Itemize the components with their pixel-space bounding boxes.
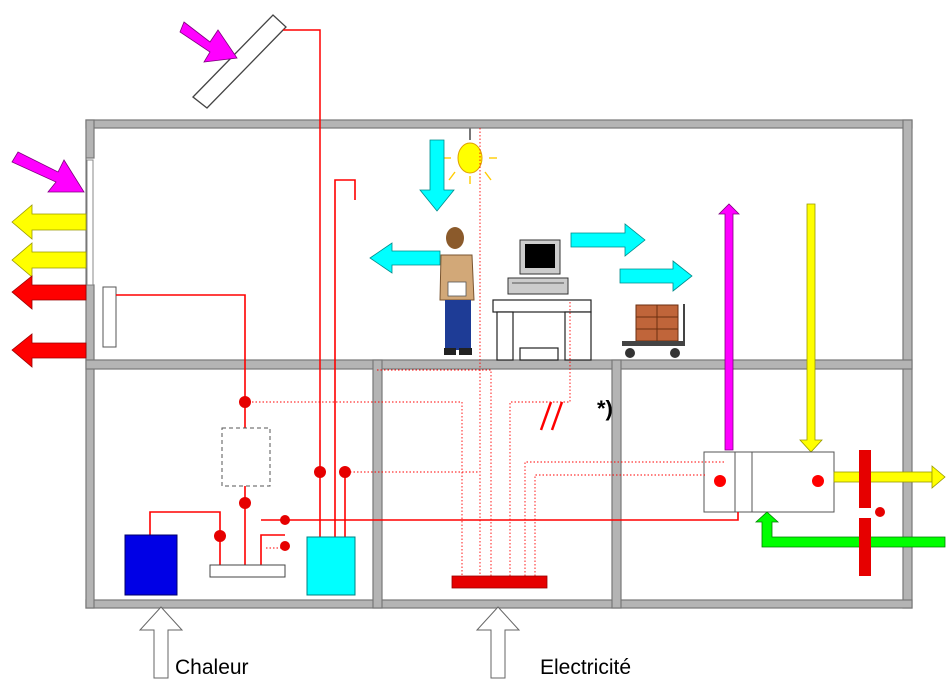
- distribution-board-icon: [451, 575, 548, 589]
- boiler-icon: [124, 534, 178, 596]
- radiator: [102, 286, 117, 348]
- heat-distributor: [209, 564, 286, 578]
- light-loss-arrows: [11, 204, 87, 278]
- ventilation-arrows: [718, 203, 823, 453]
- air-handler-icon: [703, 451, 835, 513]
- cart-icon: [622, 304, 685, 358]
- computer-icon: [507, 239, 569, 295]
- solar-arrows: [11, 21, 238, 193]
- building-shell: [85, 119, 913, 609]
- electricity-label: Electricité: [540, 656, 632, 679]
- footnote-marker: *): [597, 396, 613, 421]
- electricity-input-arrow: [475, 606, 521, 679]
- control-unit: [221, 427, 271, 487]
- exhaust-air-arrow: [833, 465, 946, 489]
- storage-tank-icon: [306, 536, 356, 596]
- junction-dots: [214, 396, 351, 551]
- heat-input-arrow: [138, 606, 184, 679]
- person-icon: [439, 227, 475, 355]
- desk: [492, 299, 592, 361]
- window-icon: [86, 159, 94, 286]
- heat-exchanger-plates: [859, 450, 885, 576]
- wiring-dotted: [244, 128, 725, 576]
- heat-loss-arrows: [11, 275, 87, 368]
- solar-panel-icon: [192, 14, 321, 440]
- light-bulb-icon: [443, 128, 497, 184]
- internal-gain-arrows: [369, 139, 693, 292]
- heat-label: Chaleur: [175, 656, 249, 679]
- break-marks: [539, 401, 564, 431]
- fresh-air-arrow: [754, 511, 946, 548]
